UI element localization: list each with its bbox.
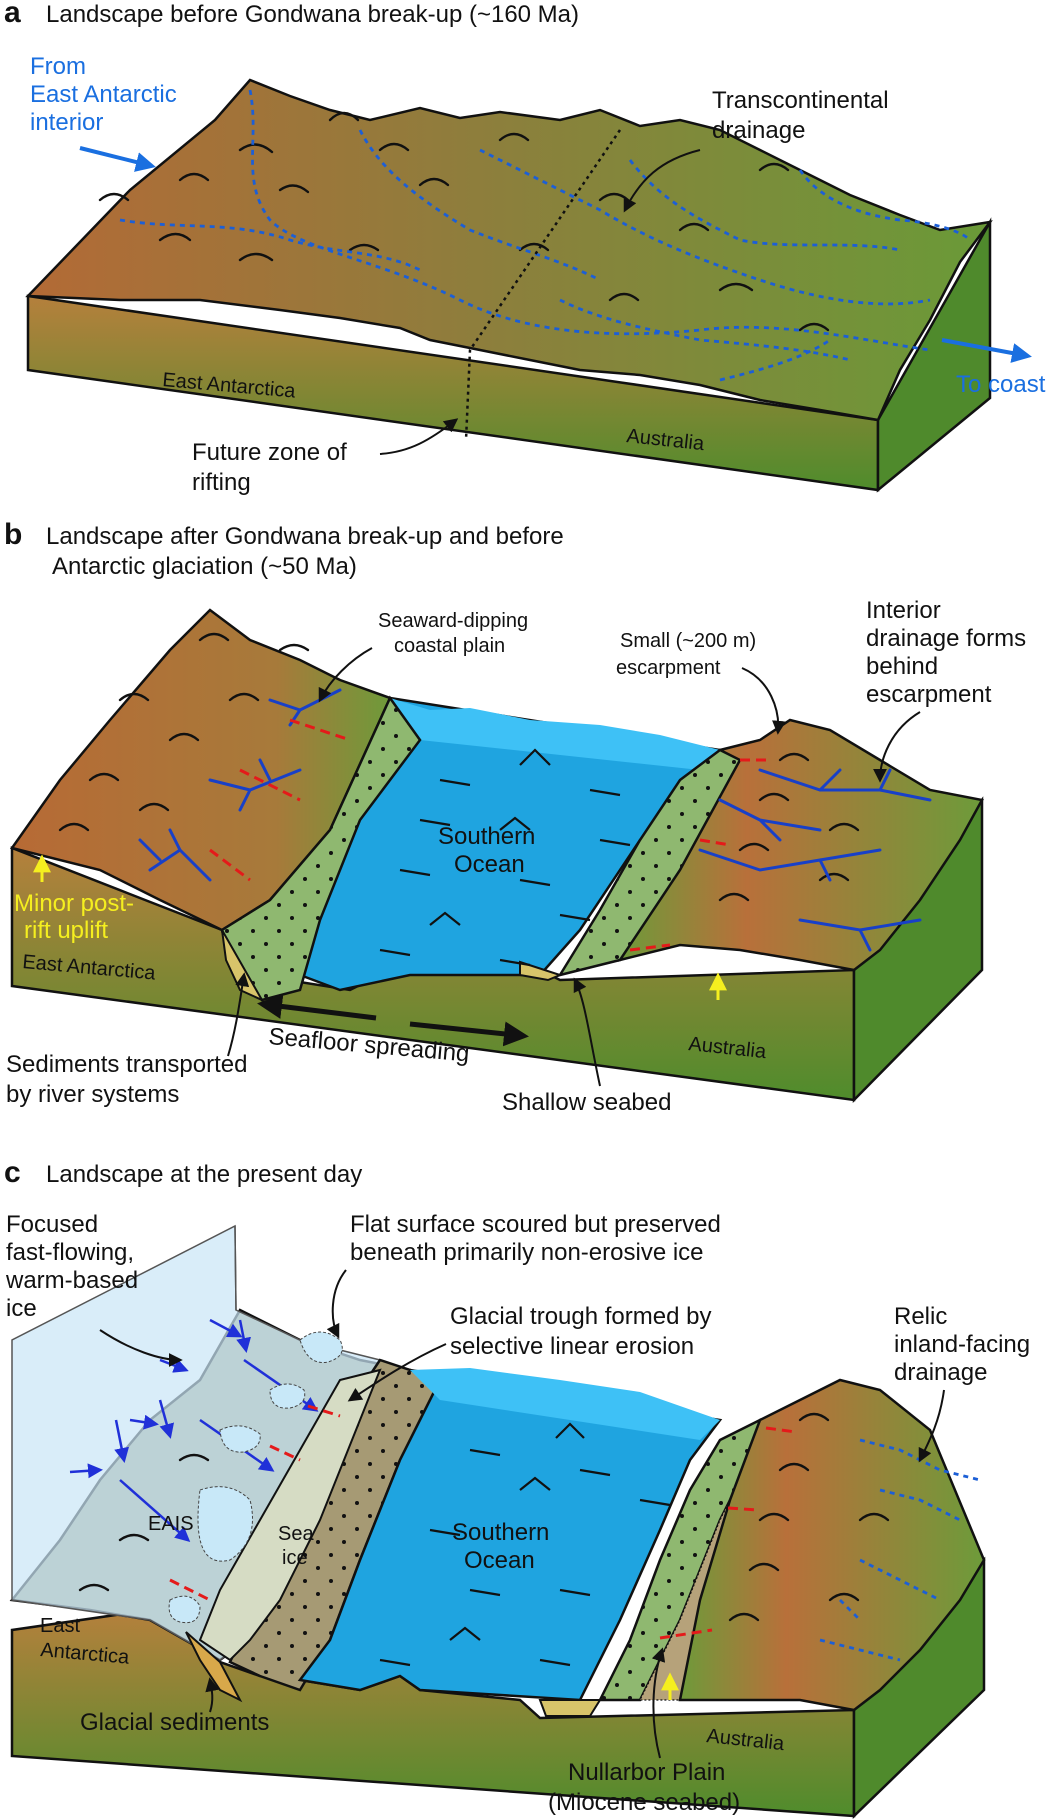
block-a-top (25, 78, 993, 422)
label-from-1: From (30, 53, 86, 80)
panel-a-title: Landscape before Gondwana break-up (~160… (46, 1, 579, 28)
label-flat-1: Flat surface scoured but preserved (350, 1211, 721, 1238)
panel-b-title-2: Antarctic glaciation (~50 Ma) (52, 553, 357, 580)
pointer-seaward (318, 647, 373, 703)
label-focused-4: ice (6, 1295, 37, 1322)
coastal-plain-right-b (557, 748, 742, 977)
label-eais: EAIS (148, 1513, 194, 1535)
spreading-arrow-right (409, 1021, 529, 1047)
label-to-coast: To coast (956, 371, 1046, 398)
ocean-c (297, 1368, 723, 1702)
label-sea-ice-2: ice (282, 1547, 308, 1569)
label-focused-1: Focused (6, 1211, 98, 1238)
outflow-arrow (941, 338, 1032, 363)
pointer-relic (918, 1389, 945, 1463)
pointer-sediments (227, 972, 250, 1057)
label-shallow: Shallow seabed (502, 1089, 671, 1116)
sediment-right-b (519, 960, 563, 982)
land-right-c (678, 1378, 986, 1712)
label-relic-2: inland-facing (894, 1331, 1030, 1358)
label-seaward-2: coastal plain (394, 635, 505, 657)
label-minor-2: rift uplift (24, 917, 108, 944)
pointer-glacial-sed (205, 1677, 220, 1713)
panel-b: b Landscape after Gondwana break-up and … (4, 518, 1026, 1116)
sediment-right-c (538, 1699, 602, 1717)
label-rifting-1: Future zone of (192, 439, 347, 466)
drainage-a (119, 89, 971, 382)
pointer-rifting (379, 418, 459, 455)
land-left-b (9, 608, 392, 932)
faults-c (169, 1404, 797, 1640)
ocean-c-far (410, 1368, 720, 1440)
panel-b-letter: b (4, 518, 22, 551)
panel-a: a Landscape before Gondwana break-up (~1… (4, 0, 1046, 496)
label-nullarbor-2: (Miocene seabed) (548, 1789, 740, 1816)
label-sediments-2: by river systems (6, 1081, 179, 1108)
label-flat-2: beneath primarily non-erosive ice (350, 1239, 704, 1266)
block-a-right (876, 217, 992, 493)
panel-c-title: Landscape at the present day (46, 1161, 362, 1188)
label-transcontinental-2: drainage (712, 117, 805, 144)
label-sediments-1: Sediments transported (6, 1051, 247, 1078)
panel-c-letter: c (4, 1156, 21, 1189)
waves-b (379, 748, 631, 967)
rifting-line (464, 129, 622, 441)
label-glacial-sed: Glacial sediments (80, 1709, 269, 1736)
sediment-left-c (185, 1631, 243, 1703)
pointer-interior (873, 711, 921, 783)
ridges-c (78, 1412, 890, 1622)
label-minor-1: Minor post- (14, 890, 134, 917)
label-focused-2: fast-flowing, (6, 1239, 134, 1266)
label-southern-c-2: Ocean (464, 1547, 535, 1574)
label-trough-1: Glacial trough formed by (450, 1303, 711, 1330)
ridges-a (98, 111, 830, 332)
pointer-trough (347, 1343, 447, 1402)
pointer-nullarbor (651, 1647, 666, 1759)
ice-patches (168, 1331, 343, 1624)
label-nullarbor-1: Nullarbor Plain (568, 1759, 725, 1786)
label-escarp-2: escarpment (616, 657, 721, 679)
pointer-escarp (741, 667, 786, 735)
panel-c: c Landscape at the present day (4, 1156, 1030, 1819)
ridges-b (58, 632, 860, 902)
pointer-flat (326, 1269, 347, 1339)
label-escarp-1: Small (~200 m) (620, 630, 756, 652)
panel-a-letter: a (4, 0, 21, 29)
label-trough-2: selective linear erosion (450, 1333, 694, 1360)
pointer-transcontinental (623, 149, 701, 213)
ocean-b-far (390, 698, 720, 770)
label-seaward-1: Seaward-dipping (378, 610, 528, 632)
ice-edge (234, 1225, 237, 1311)
label-rifting-2: rifting (192, 469, 251, 496)
inflow-arrow (79, 146, 156, 172)
waves-c (379, 1422, 671, 1667)
label-relic-3: drainage (894, 1359, 987, 1386)
label-interior-2: drainage forms (866, 625, 1026, 652)
label-southern-c-1: Southern (452, 1519, 549, 1546)
spreading-arrow-left (257, 994, 377, 1021)
label-interior-4: escarpment (866, 681, 992, 708)
faults-b (209, 718, 770, 952)
sea-ice (198, 1368, 382, 1662)
label-interior-1: Interior (866, 597, 941, 624)
label-east-c-1: East (40, 1615, 80, 1637)
pointer-focused (99, 1329, 183, 1367)
label-interior-3: behind (866, 653, 938, 680)
label-relic-1: Relic (894, 1303, 947, 1330)
label-transcontinental-1: Transcontinental (712, 87, 889, 114)
label-southern-b-1: Southern (438, 823, 535, 850)
label-focused-3: warm-based (5, 1267, 138, 1294)
pointer-shallow (573, 977, 601, 1087)
label-from-3: interior (30, 109, 103, 136)
label-from-2: East Antarctic (30, 81, 177, 108)
label-sea-ice-1: Sea (278, 1523, 314, 1545)
panel-b-title-1: Landscape after Gondwana break-up and be… (46, 523, 564, 550)
label-southern-b-2: Ocean (454, 851, 525, 878)
